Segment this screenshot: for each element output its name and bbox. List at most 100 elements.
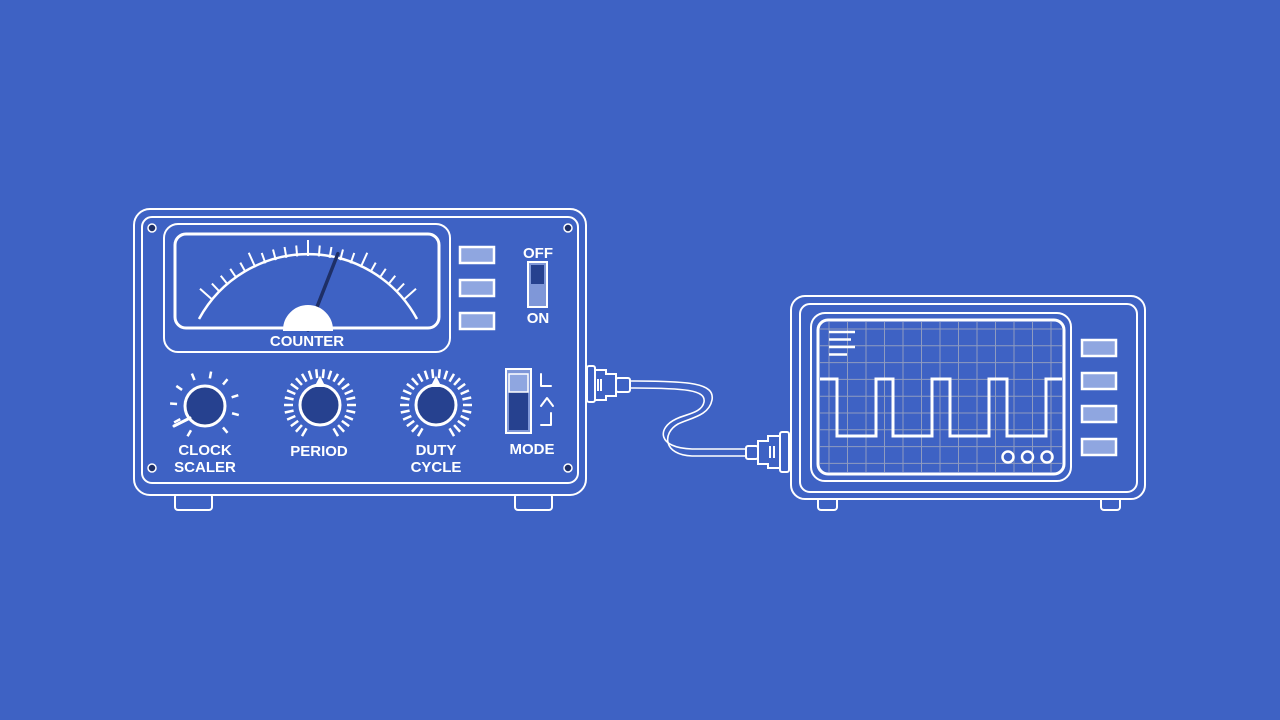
knob-tick [337, 424, 346, 433]
period-knob-ticks [284, 369, 356, 437]
knob-tick [284, 396, 294, 401]
duty-cycle-knob-pointer [430, 375, 442, 387]
knob-tick [453, 424, 462, 433]
scope-button-1[interactable] [1080, 338, 1118, 358]
scope-button-2[interactable] [1080, 371, 1118, 391]
clock-scaler-label-line2: SCALER [174, 459, 236, 476]
knob-tick [416, 373, 424, 383]
meter-tick [229, 268, 238, 279]
meter-tick [199, 288, 213, 301]
knob-tick [462, 409, 472, 414]
knob-tick [175, 384, 183, 391]
generator-button-1[interactable] [458, 245, 496, 265]
meter-tick [272, 249, 277, 261]
knob-tick [346, 396, 356, 401]
knob-tick [402, 389, 412, 396]
generator-side-buttons [458, 245, 496, 331]
knob-tick [314, 369, 319, 379]
knob-tick [290, 382, 299, 391]
meter-tick [239, 262, 247, 273]
indicator-light-icon [1040, 450, 1054, 464]
indicator-light-icon [1020, 450, 1035, 464]
meter-tick [369, 262, 377, 273]
clock-scaler-knob-ticks [169, 371, 240, 437]
mode-label: MODE [510, 441, 555, 458]
screw-icon [147, 223, 157, 233]
meter-tick [295, 245, 299, 257]
signal-cable [586, 365, 790, 473]
knob-tick [286, 414, 296, 421]
knob-tick [284, 409, 294, 414]
knob-tick [300, 373, 308, 383]
screw-icon [147, 463, 157, 473]
meter-tick [387, 275, 397, 285]
knob-tick [346, 409, 356, 414]
knob-tick [460, 389, 470, 396]
knob-tick [341, 419, 350, 428]
knob-tick [300, 427, 308, 437]
knob-tick [406, 382, 415, 391]
meter-tick [378, 268, 387, 279]
knob-tick [457, 419, 466, 428]
knob-tick [462, 396, 472, 401]
knob-tick [410, 377, 419, 386]
meter-tick [283, 246, 288, 259]
knob-tick [231, 412, 240, 417]
knob-tick [290, 419, 299, 428]
knob-tick [222, 426, 229, 434]
scope-menu-icon [829, 330, 855, 356]
clock-scaler-knob-body [183, 384, 227, 428]
knob-tick [208, 371, 213, 379]
power-switch-on-label: ON [527, 310, 550, 327]
square-waveform [820, 377, 1062, 438]
knob-tick [400, 409, 410, 414]
period-knob[interactable] [284, 369, 356, 437]
scope-case [790, 295, 1146, 500]
generator-foot-left [174, 493, 213, 511]
period-knob-pointer [314, 375, 326, 387]
knob-tick [344, 414, 354, 421]
meter-tick [403, 288, 417, 301]
screw-icon [563, 223, 573, 233]
scope-screen [816, 318, 1066, 476]
clock-scaler-knob[interactable] [169, 371, 240, 437]
signal-generator: COUNTER OFF ON CLOCK SCALER [133, 208, 587, 511]
scope-input-plug-sleeve [745, 445, 759, 460]
counter-meter-bezel [163, 223, 451, 353]
knob-tick [406, 419, 415, 428]
duty-cycle-knob-body [414, 383, 458, 427]
mode-switch-lever [508, 373, 529, 393]
generator-output-plug [594, 369, 617, 401]
scope-front-panel [799, 303, 1138, 493]
generator-front-panel [141, 216, 579, 484]
power-switch-lever [531, 265, 544, 284]
scope-grid [820, 322, 1062, 472]
knob-tick [400, 396, 410, 401]
scope-button-4[interactable] [1080, 437, 1118, 457]
ramp-up-icon [540, 412, 552, 426]
generator-foot-right [514, 493, 553, 511]
power-switch-off-label: OFF [523, 245, 553, 262]
generator-button-3[interactable] [458, 311, 496, 331]
scope-screen-bezel [810, 312, 1072, 482]
knob-tick [231, 393, 239, 399]
duty-cycle-knob[interactable] [400, 369, 472, 437]
knob-tick [190, 373, 196, 381]
cable-inner [629, 387, 746, 450]
meter-tick [317, 245, 321, 257]
knob-tick [402, 414, 412, 421]
generator-output-plug-sleeve [615, 377, 631, 393]
knob-tick [341, 382, 350, 391]
period-label: PERIOD [290, 443, 348, 460]
scope-button-3[interactable] [1080, 404, 1118, 424]
knob-tick [222, 378, 229, 386]
meter-tick [339, 249, 344, 261]
meter-tick [349, 252, 356, 264]
generator-button-2[interactable] [458, 278, 496, 298]
scope-input-plug-base [779, 431, 790, 473]
triangle-icon [540, 397, 554, 407]
oscilloscope [790, 295, 1146, 511]
knob-tick [448, 373, 456, 383]
screw-icons [147, 223, 573, 473]
